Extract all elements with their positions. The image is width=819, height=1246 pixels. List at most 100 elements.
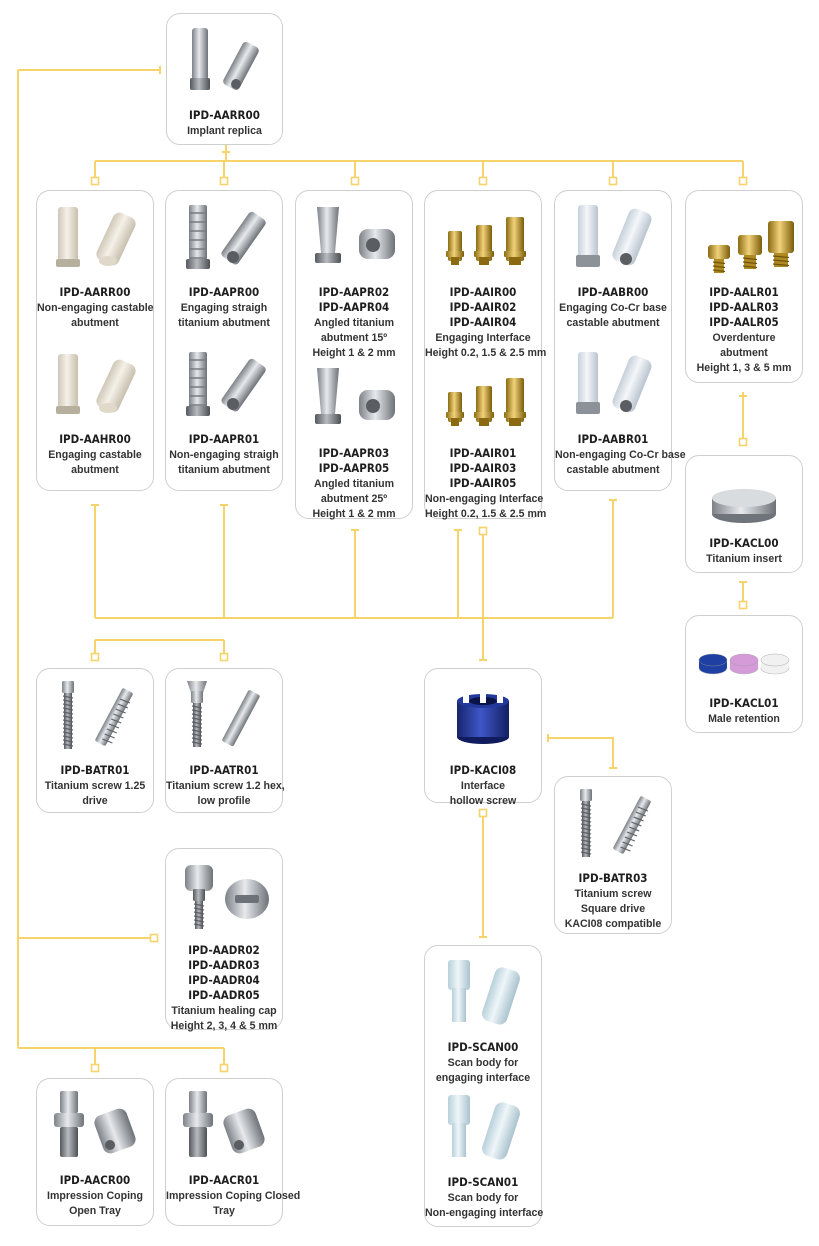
part-description: abutment 15º — [320, 332, 388, 344]
connector-square-node — [350, 176, 360, 186]
part-code: IPD-AAPR01 — [188, 431, 260, 446]
part-code: IPD-AAPR03 — [318, 445, 390, 460]
part-description: Scan body for — [447, 1192, 519, 1204]
part-description: Titanium insert — [706, 553, 782, 565]
part-description: Titanium screw 1.25 — [44, 780, 146, 792]
part-description: low profile — [197, 795, 251, 807]
part-description: Height 1 & 2 mm — [312, 347, 396, 359]
part-description: Tray — [213, 1205, 235, 1217]
part-description: Interface — [460, 780, 506, 792]
part-description: Non-engaging Interface — [425, 492, 544, 505]
straight-illustration — [186, 351, 266, 416]
part-code: IPD-KACL00 — [709, 536, 779, 550]
part-description: Engaging Interface — [435, 332, 531, 344]
connector-square-node — [90, 1063, 100, 1073]
part-image — [296, 199, 412, 277]
part-description: castable abutment — [566, 463, 660, 476]
part-description: hollow screw — [449, 795, 517, 807]
part-code: IPD-SCAN00 — [447, 1040, 519, 1054]
part-image — [166, 1087, 282, 1165]
part-description: Engaging Co-Cr base — [559, 302, 667, 314]
part-image — [425, 954, 541, 1032]
part-code: IPD-AAPR00 — [188, 285, 260, 299]
part-description: abutment — [720, 347, 768, 359]
gold-illustration — [446, 217, 526, 265]
part-description: Titanium screw 1.2 hex, — [166, 780, 285, 792]
connector-square-node — [738, 600, 748, 610]
connector-square-node — [149, 933, 159, 943]
part-code: IPD-AAPR05 — [318, 460, 390, 475]
part-description: Male retention — [708, 713, 780, 725]
part-description: Impression Coping — [47, 1190, 143, 1202]
castable-illustration — [56, 207, 136, 267]
part-code: IPD-AADR05 — [188, 988, 260, 1002]
part-description: Titanium screw — [574, 888, 652, 900]
part-description: Height 0.2, 1.5 & 2.5 mm — [425, 507, 547, 520]
connector-square-node — [219, 1063, 229, 1073]
part-code: IPD-AAIR00 — [449, 285, 517, 299]
retention-illustration — [698, 653, 790, 675]
straight-illustration — [186, 205, 266, 269]
part-description: Titanium healing cap — [171, 1005, 277, 1017]
scan-illustration — [448, 960, 520, 1025]
part-code: IPD-AAIR01 — [449, 445, 517, 460]
part-description: abutment — [71, 317, 119, 329]
part-code: IPD-BATR03 — [578, 871, 648, 885]
part-description: Non-engaging interface — [425, 1207, 544, 1219]
part-code: IPD-AAIR03 — [449, 460, 517, 475]
screw-illustration — [580, 789, 651, 857]
part-image — [167, 22, 282, 100]
cocr-illustration — [576, 351, 652, 414]
part-description: Height 0.2, 1.5 & 2.5 mm — [425, 347, 547, 359]
part-description: Angled titanium — [313, 317, 395, 329]
part-code: IPD-AALR05 — [709, 315, 779, 329]
part-description: Height 2, 3, 4 & 5 mm — [170, 1020, 278, 1032]
cocr-illustration — [576, 205, 652, 267]
part-image — [166, 677, 282, 755]
part-description: Angled titanium — [313, 477, 395, 490]
overdenture-illustration — [708, 221, 794, 273]
part-code: IPD-AALR01 — [709, 285, 779, 299]
connector-square-node — [90, 176, 100, 186]
part-code: IPD-AAIR04 — [449, 315, 517, 329]
connector-square-node — [219, 176, 229, 186]
part-description: Implant replica — [187, 125, 262, 137]
part-code: IPD-KACI08 — [449, 763, 517, 777]
part-description: Engaging straigh — [180, 302, 268, 314]
part-description: abutment 25º — [320, 492, 388, 505]
castable-illustration — [56, 353, 136, 414]
part-description: Scan body for — [447, 1057, 519, 1069]
part-description: Square drive — [580, 903, 646, 915]
angled-illustration — [315, 367, 395, 424]
part-code: IPD-SCAN01 — [447, 1175, 519, 1189]
